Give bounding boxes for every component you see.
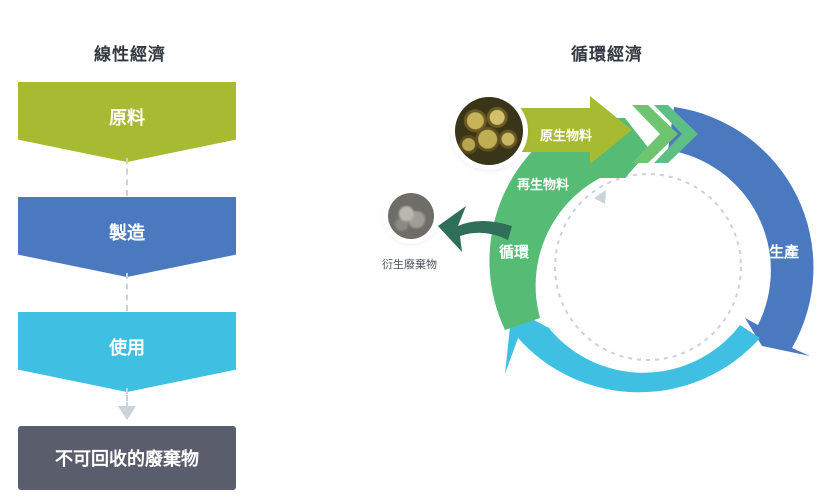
recycled-material-label: 再生物料	[517, 178, 570, 193]
raw-material-arrow	[520, 96, 632, 164]
dashed-connector	[126, 388, 128, 408]
circular-economy-title: 循環經濟	[571, 45, 643, 65]
arrow-down-icon	[118, 406, 136, 420]
chevron-arrow-2	[654, 105, 698, 163]
inner-cycle-arrowhead	[594, 190, 606, 204]
inner-cycle-dashed	[554, 173, 742, 361]
step-non-recyclable-waste: 不可回收的廢棄物	[18, 426, 236, 490]
produce-arc	[668, 107, 814, 356]
circulate-label: 循環	[499, 243, 530, 261]
raw-material-label: 原生物料	[540, 129, 593, 144]
consume-arc	[505, 308, 760, 393]
raw-logs-photo	[455, 97, 523, 165]
byproduct-arrow	[438, 206, 512, 252]
dashed-connector	[126, 273, 128, 311]
chevron-arrow-1	[632, 105, 678, 163]
waste-debris-photo	[388, 193, 434, 239]
produce-label: 生產	[769, 243, 800, 261]
dashed-connector	[126, 158, 128, 196]
circulate-arc	[489, 118, 650, 330]
consume-label: 消費	[632, 400, 663, 418]
linear-economy-title: 線性經濟	[94, 45, 166, 65]
byproduct-waste-label: 衍生廢棄物	[382, 258, 437, 271]
